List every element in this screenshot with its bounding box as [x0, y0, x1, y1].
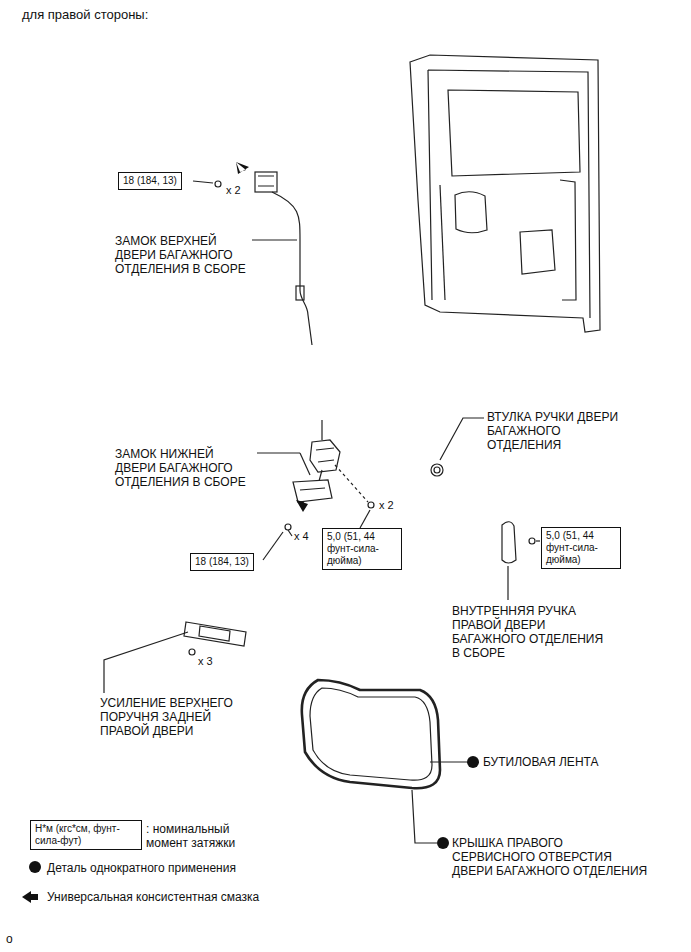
torque-box: 18 (184, 13) [190, 553, 254, 571]
torque-value: 18 (184, 13) [195, 556, 249, 568]
torque-value: 5,0 (51, 44 фунт-сила-дюйма) [546, 530, 616, 566]
quantity: x 2 [226, 183, 241, 197]
quantity: x 4 [294, 529, 309, 543]
torque-value: Н*м (кгс*см, фунт-сила-фут) [35, 823, 137, 847]
torque-box: Н*м (кгс*см, фунт-сила-фут) [30, 820, 142, 850]
torque-value: 18 (184, 13) [123, 175, 177, 187]
torque-value: 5,0 (51, 44 фунт-сила-дюйма) [327, 531, 397, 567]
page-title: для правой стороны: [22, 8, 148, 22]
quantity: x 2 [379, 498, 394, 512]
part-name: БУТИЛОВАЯ ЛЕНТА [483, 755, 598, 769]
legend-text: : номинальный момент затяжки [146, 822, 250, 850]
part-name: ВТУЛКА РУЧКИ ДВЕРИ БАГАЖНОГО ОТДЕЛЕНИЯ [487, 410, 627, 452]
part-name: КРЫШКА ПРАВОГО СЕРВИСНОГО ОТВЕРСТИЯ ДВЕР… [452, 836, 648, 878]
legend-text: Деталь однократного применения [47, 861, 236, 875]
page-mark: o [6, 932, 13, 946]
part-name: ВНУТРЕННЯЯ РУЧКА ПРАВОЙ ДВЕРИ БАГАЖНОГО … [452, 604, 604, 660]
torque-box: 5,0 (51, 44 фунт-сила-дюйма) [541, 527, 621, 569]
torque-box: 18 (184, 13) [118, 172, 182, 190]
torque-box: 5,0 (51, 44 фунт-сила-дюйма) [322, 528, 402, 570]
part-name: ЗАМОК НИЖНЕЙ ДВЕРИ БАГАЖНОГО ОТДЕЛЕНИЯ В… [115, 447, 257, 489]
quantity: x 3 [198, 654, 213, 668]
part-name: ЗАМОК ВЕРХНЕЙ ДВЕРИ БАГАЖНОГО ОТДЕЛЕНИЯ … [115, 234, 251, 276]
part-name: УСИЛЕНИЕ ВЕРХНЕГО ПОРУЧНЯ ЗАДНЕЙ ПРАВОЙ … [100, 696, 234, 738]
legend-text: Универсальная консистентная смазка [47, 890, 259, 904]
